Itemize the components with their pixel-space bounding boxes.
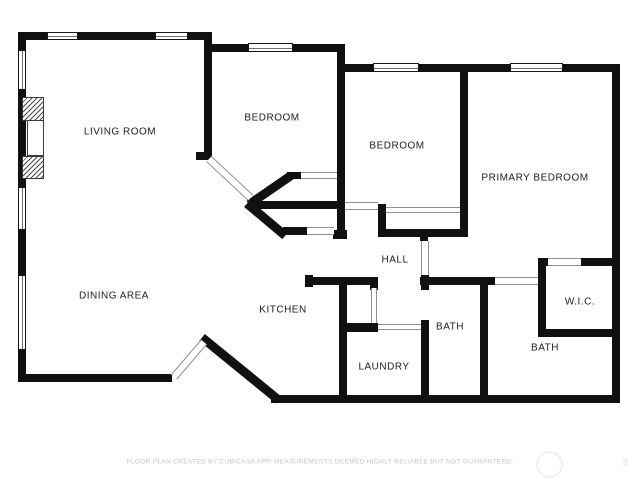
wall-jamb-foot (196, 152, 204, 160)
wall-hall-kitchen-cap-right (370, 277, 378, 290)
fireplace-hatch-bottom (22, 156, 44, 179)
wall-bedroom2-closet-left (378, 204, 386, 237)
wall-kitchen-laundry (339, 281, 347, 397)
door-opening-wic (548, 258, 581, 266)
door-opening-linen-closet (371, 288, 377, 323)
wall-primary-entry-jamb (420, 234, 428, 241)
exterior-wall-left-seg4 (18, 350, 26, 382)
room-label-bedroom-1: BEDROOM (244, 112, 300, 124)
exterior-wall-bottom-dining (18, 374, 172, 382)
door-opening-living-angled (206, 156, 254, 201)
room-label-bedroom-2: BEDROOM (369, 140, 425, 152)
room-label-primary-bedroom: PRIMARY BEDROOM (481, 172, 589, 184)
door-opening-primary-bedroom (421, 241, 429, 275)
watermark-mark (623, 458, 628, 466)
exterior-wall-bottom (271, 395, 620, 403)
door-opening-kitchen (307, 227, 334, 235)
room-label-kitchen: KITCHEN (259, 304, 307, 316)
wall-bath-left-cap (421, 275, 429, 290)
exterior-wall-top-living (18, 32, 212, 40)
wall-kitchen-stub (283, 227, 307, 235)
exterior-wall-left-seg3 (18, 230, 26, 275)
wall-wic-top-solid (581, 258, 612, 266)
door-opening-primary-bath (495, 277, 538, 285)
disclaimer-text: FLOOR PLAN CREATED BY CUBICASA APP. MEAS… (126, 458, 514, 466)
wall-bath-top (420, 277, 495, 285)
wall-wic-bottom (538, 329, 620, 337)
window (510, 63, 563, 72)
window (373, 63, 419, 72)
wall-bedroom1-bottom-stub (287, 172, 301, 179)
watermark-circle (536, 451, 563, 478)
window (18, 187, 26, 230)
exterior-wall-diagonal-kitchen (199, 334, 282, 404)
wall-bar-foot (333, 230, 347, 239)
fireplace-hatch-top (22, 97, 44, 121)
window (248, 43, 293, 52)
door-opening-bedroom2 (345, 202, 378, 210)
door-opening-laundry (378, 324, 421, 330)
door-opening-bedroom1 (301, 172, 337, 179)
wall-bedroom2-primary (460, 64, 468, 237)
wall-wic-top-stub (538, 258, 548, 266)
wall-wic-left (538, 258, 546, 337)
fireplace-firebox (27, 120, 44, 156)
room-label-laundry: LAUNDRY (358, 361, 410, 373)
exterior-wall-top-right (337, 64, 620, 72)
wall-bedroom1-bedroom2 (337, 44, 345, 239)
wall-linen-closet-bottom (347, 323, 378, 332)
room-label-living-room: LIVING ROOM (83, 126, 157, 138)
wall-bath-left-lower (421, 320, 429, 397)
exterior-wall-left-seg1 (18, 32, 26, 50)
room-label-wic: W.I.C. (564, 296, 596, 308)
window (18, 275, 26, 350)
wall-living-bedroom1 (204, 32, 212, 160)
room-label-dining-area: DINING AREA (79, 290, 149, 302)
wall-hall-kitchen-cap-left (305, 275, 313, 287)
window (155, 32, 188, 40)
fireplace (22, 97, 44, 179)
room-label-bath-primary: BATH (531, 342, 559, 354)
wall-bedroom2-closet-bottom (378, 229, 468, 237)
closet-sliding-door (386, 207, 460, 213)
wall-bath-right (480, 277, 488, 395)
wall-hall-vertex (251, 201, 338, 209)
window (18, 50, 26, 90)
window (47, 32, 78, 40)
room-label-bath-hall: BATH (436, 321, 464, 333)
exterior-wall-right (612, 64, 620, 403)
exterior-wall-left-seg2 (18, 90, 26, 187)
door-opening-dining-angled (170, 339, 207, 380)
room-label-hall: HALL (381, 254, 409, 266)
